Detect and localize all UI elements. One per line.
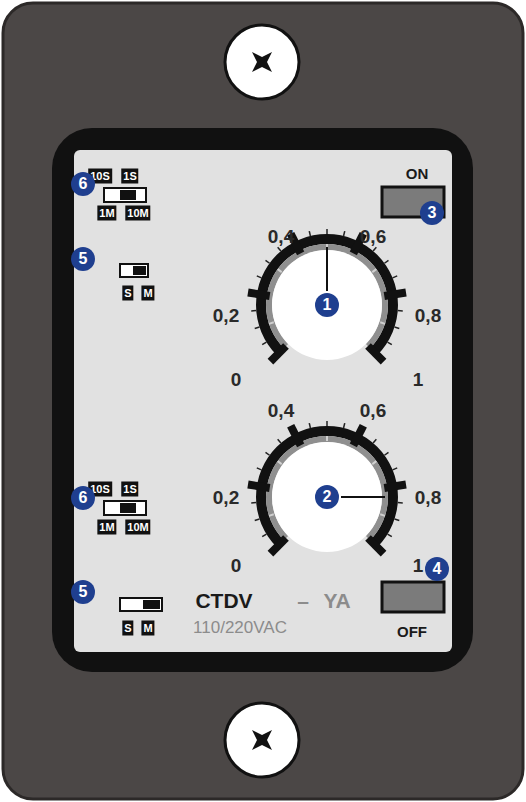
model-name: CTDV xyxy=(195,590,252,611)
callout-number: 5 xyxy=(71,247,95,271)
range-label: 1S xyxy=(121,169,138,184)
scale-number: 0,4 xyxy=(268,227,294,246)
scale-number: 1 xyxy=(413,370,424,389)
range-label: 1M xyxy=(97,206,116,221)
scale-number: 0,2 xyxy=(213,488,239,507)
callout-number: 3 xyxy=(420,201,444,225)
mode-switch xyxy=(120,264,148,277)
scale-number: 0,8 xyxy=(415,306,441,325)
range-label: 1M xyxy=(97,520,116,535)
range-label: 10M xyxy=(125,206,150,221)
mode-label: S xyxy=(122,621,133,636)
screw xyxy=(225,703,299,777)
button-label: OFF xyxy=(397,624,427,639)
callout-number: 1 xyxy=(315,293,339,317)
mode-label: S xyxy=(122,286,133,301)
callout-number: 6 xyxy=(71,172,95,196)
scale-number: 1 xyxy=(413,556,424,575)
callout-number: 4 xyxy=(425,557,449,581)
range-label: 1S xyxy=(121,482,138,497)
button-label: ON xyxy=(406,166,429,181)
mode-label: M xyxy=(141,286,154,301)
scale-number: 0,6 xyxy=(360,401,386,420)
time-dial xyxy=(248,421,406,554)
scale-number: 0,8 xyxy=(415,488,441,507)
mounting-plate xyxy=(3,3,523,799)
model-suffix: YA xyxy=(323,590,350,611)
mode-switch xyxy=(120,598,162,611)
range-switch xyxy=(104,501,146,515)
scale-number: 0 xyxy=(231,556,242,575)
scale-number: 0,6 xyxy=(360,227,386,246)
time-dial xyxy=(248,229,406,362)
callout-number: 2 xyxy=(315,485,339,509)
callout-number: 5 xyxy=(71,580,95,604)
voltage-rating: 110/220VAC xyxy=(193,619,287,636)
face-plate xyxy=(74,150,452,652)
screw xyxy=(225,25,299,99)
off-button xyxy=(382,582,444,612)
range-switch xyxy=(104,188,146,202)
model-dash: – xyxy=(297,590,309,611)
scale-number: 0,4 xyxy=(268,401,294,420)
callout-number: 6 xyxy=(71,486,95,510)
range-label: 10M xyxy=(125,520,150,535)
scale-number: 0,2 xyxy=(213,306,239,325)
mode-label: M xyxy=(141,621,154,636)
bezel xyxy=(52,128,473,672)
scale-number: 0 xyxy=(231,370,242,389)
